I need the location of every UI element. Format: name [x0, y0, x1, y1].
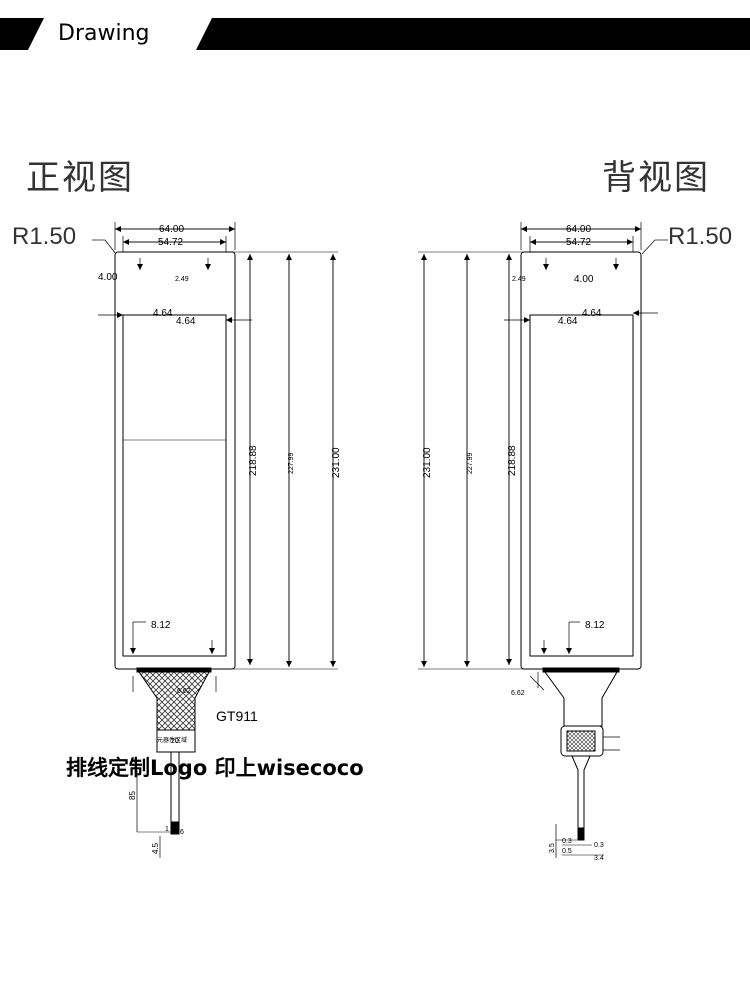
- front-dim-1: 1: [165, 826, 169, 833]
- front-dim-85: 85: [128, 791, 137, 800]
- back-view-title: 背视图: [602, 158, 710, 198]
- front-view: [92, 222, 338, 858]
- front-dim-64: 64.00: [159, 224, 184, 235]
- custom-logo-note: 排线定制Logo 印上wisecoco: [66, 756, 364, 780]
- front-dim-45: 4.5: [151, 842, 160, 854]
- front-dim-662: 6.62: [177, 688, 191, 695]
- front-fpc-contact: [170, 821, 180, 835]
- back-dim-400: 4.00: [574, 274, 594, 285]
- back-dim-23100: 231.00: [422, 447, 433, 478]
- header-title: Drawing: [58, 21, 150, 46]
- back-dim-249: 2.49: [512, 276, 526, 283]
- back-dim-21888: 218.88: [507, 445, 518, 476]
- front-dim-464a: 4.64: [153, 308, 173, 319]
- back-active-area: [529, 314, 634, 657]
- back-dim-35: 3.5: [549, 843, 556, 853]
- back-fpc-chip: [566, 730, 596, 752]
- front-radius-label: R1.50: [12, 223, 76, 250]
- back-dim-464a: 4.64: [558, 316, 578, 327]
- front-dim-812: 8.12: [151, 620, 171, 631]
- back-dim-812: 8.12: [585, 620, 605, 631]
- front-dim-5472: 54.72: [158, 237, 183, 248]
- back-fpc-fan: [544, 671, 618, 727]
- back-dim-5472: 54.72: [566, 237, 591, 248]
- back-dim-34: 3.4: [594, 855, 604, 862]
- front-dim-400: 4.00: [98, 272, 118, 283]
- front-fpc-fan: [138, 671, 210, 731]
- front-dim-labels: 64.00 54.72 4.00 2.49 4.64 4.64 8.12 6.6…: [98, 224, 342, 854]
- back-view: [418, 222, 668, 858]
- back-dim-05: 0.5: [562, 848, 572, 855]
- front-view-title: 正视图: [26, 158, 134, 198]
- back-dim-464b: 4.64: [582, 308, 602, 319]
- front-inner-line: [122, 314, 227, 441]
- back-dim-22799: 227.99: [467, 452, 474, 474]
- front-dim-464b: 4.64: [176, 316, 196, 327]
- front-bonding-strip: [136, 667, 212, 673]
- front-dim-22799: 227.99: [288, 452, 295, 474]
- back-fpc-contact: [577, 827, 585, 841]
- front-dim-20: 20: [171, 738, 179, 745]
- front-component-area-label: 元器件区域: [157, 736, 187, 744]
- back-fpc-neck: [571, 755, 591, 831]
- back-dim-03a: 0.3: [562, 838, 572, 845]
- back-radius-label: R1.50: [668, 223, 732, 250]
- back-dim-labels: 64.00 54.72 2.49 4.00 4.64 4.64 8.12 6.6…: [422, 224, 605, 862]
- back-bonding-strip: [542, 667, 620, 673]
- back-dim-03b: 0.3: [594, 842, 604, 849]
- back-dim-64: 64.00: [566, 224, 591, 235]
- front-dim-23100: 231.00: [331, 447, 342, 478]
- back-dim-662: 6.62: [511, 690, 525, 697]
- front-dim-249: 2.49: [175, 276, 189, 283]
- header-banner: [0, 18, 750, 50]
- back-fpc-pad: [560, 725, 604, 757]
- front-dim-6: 6: [180, 829, 184, 836]
- front-chip-label: GT911: [216, 708, 258, 724]
- front-dim-21888: 218.88: [248, 445, 259, 476]
- front-active-area: [122, 314, 227, 657]
